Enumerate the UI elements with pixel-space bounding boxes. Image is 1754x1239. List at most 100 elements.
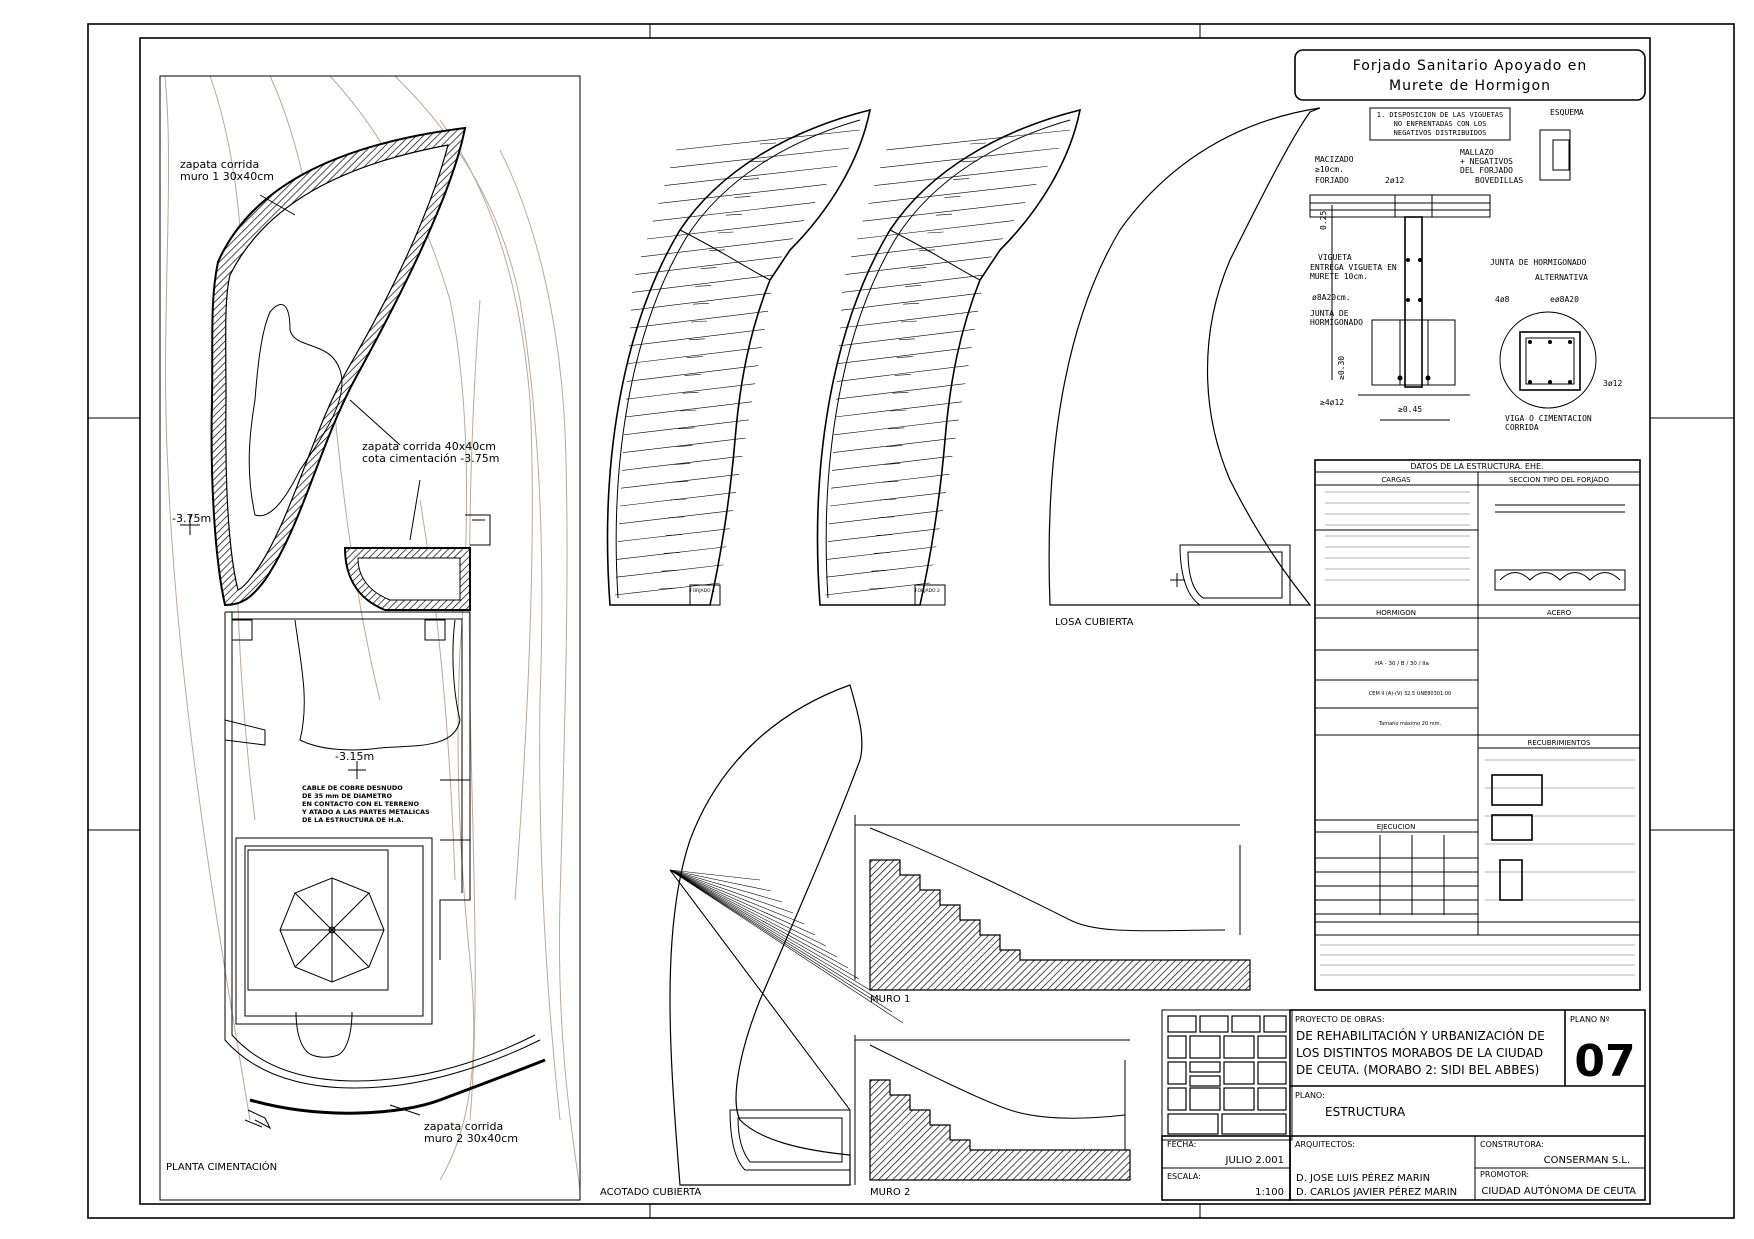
joist-line xyxy=(838,329,975,347)
joist-tick xyxy=(898,338,915,341)
level-a: -3.75m xyxy=(172,512,211,525)
lbl-mallazo-2: + NEGATIVOS xyxy=(1460,157,1513,166)
muro2-caption: MURO 2 xyxy=(870,1187,910,1198)
label-zapata1-a: zapata corrida xyxy=(180,158,259,171)
joist-tick xyxy=(869,587,886,590)
joist-line xyxy=(833,419,959,436)
joist-line xyxy=(622,437,746,453)
joist-tick xyxy=(725,213,743,216)
joist-line xyxy=(626,365,759,382)
table-hormigon: HORMIGON xyxy=(1376,609,1416,617)
dimension-ray xyxy=(669,869,849,969)
joist-line xyxy=(836,365,969,382)
logo-cell xyxy=(1263,1015,1287,1033)
joist-tick xyxy=(892,391,909,394)
lbl-bars4: ≥4ø12 xyxy=(1320,398,1344,407)
joist-line xyxy=(629,310,769,329)
dimension-ray xyxy=(669,869,904,1024)
logo-cell xyxy=(1189,1061,1221,1073)
dimension-ray xyxy=(669,869,772,892)
arquitecto-1: D. JOSE LUIS PÉREZ MARIN xyxy=(1296,1171,1430,1184)
lbl-030: ≥0.30 xyxy=(1337,356,1346,380)
joist-line xyxy=(670,147,849,169)
logo-cell xyxy=(1257,1035,1287,1059)
joist-line xyxy=(874,165,1048,186)
joist-tick xyxy=(884,463,901,465)
esquema-label: ESQUEMA xyxy=(1550,108,1584,117)
lbl-mallazo-3: DEL FORJADO xyxy=(1460,166,1513,175)
joist-line xyxy=(834,401,963,418)
escala-value: 1:100 xyxy=(1255,1187,1284,1198)
cable-note-2: DE 35 mm DE DIAMETRO xyxy=(302,792,393,800)
lbl-macizado: MACIZADO xyxy=(1315,155,1354,164)
logo-cell xyxy=(1167,1113,1219,1135)
joist-tick xyxy=(676,445,693,447)
proyecto-line2: LOS DISTINTOS MORABOS DE LA CIUDAD xyxy=(1296,1046,1543,1060)
joist-tick xyxy=(751,160,768,163)
proyecto-label: PROYECTO DE OBRAS: xyxy=(1295,1015,1385,1024)
cable-note-3: EN CONTACTO CON EL TERRENO xyxy=(302,800,419,808)
joist-line xyxy=(627,347,762,364)
joist-tick xyxy=(667,516,684,519)
logo-cell xyxy=(1167,1061,1187,1085)
joist-line xyxy=(635,256,782,275)
joist-line xyxy=(621,455,743,471)
plano2-label: PLANO: xyxy=(1295,1091,1325,1100)
label-zapata-c-b: cota cimentación -3.75m xyxy=(362,452,499,465)
arquitecto-2: D. CARLOS JAVIER PÉREZ MARIN xyxy=(1296,1185,1457,1198)
foundation-plan: zapata corrida muro 1 30x40cm zapata cor… xyxy=(159,75,581,1201)
joist-tick xyxy=(708,249,726,252)
logo-cell xyxy=(1189,1035,1221,1059)
joist-tick xyxy=(903,302,920,305)
joist-line xyxy=(832,437,956,453)
title-line1: Forjado Sanitario Apoyado en xyxy=(1353,58,1588,74)
logo-cell xyxy=(1257,1061,1287,1085)
joist-tick xyxy=(886,445,903,447)
joist-tick xyxy=(873,552,890,554)
level-b: -3.15m xyxy=(335,750,374,763)
joist-line xyxy=(862,202,1026,222)
joist-line xyxy=(646,220,805,240)
promotor-label: PROMOTOR: xyxy=(1480,1170,1529,1179)
joist-line xyxy=(831,455,953,471)
joist-tick xyxy=(686,356,703,358)
forjado1-tag: FORJADO 1 xyxy=(690,588,715,594)
joist-tick xyxy=(896,356,913,358)
logo-cell xyxy=(1199,1015,1229,1033)
lbl-junta2-1: JUNTA DE xyxy=(1310,309,1349,318)
table-arido: Tamaño máximo 20 mm. xyxy=(1378,720,1442,727)
proyecto-line1: DE REHABILITACIÓN Y URBANIZACIÓN DE xyxy=(1296,1028,1545,1043)
label-zapata1-b: muro 1 30x40cm xyxy=(180,170,274,183)
lbl-025: 0.25 xyxy=(1319,211,1328,230)
joist-tick xyxy=(935,213,953,216)
joist-line xyxy=(625,383,756,400)
joist-tick xyxy=(875,534,892,536)
joist-line xyxy=(845,256,992,275)
joist-tick xyxy=(672,480,689,483)
joist-line xyxy=(840,292,982,311)
joist-tick xyxy=(952,178,970,180)
plano-number: 07 xyxy=(1574,1036,1635,1087)
lbl-alt-bars1: 4ø8 xyxy=(1495,295,1510,304)
joist-tick xyxy=(894,374,911,376)
lbl-stirrup: ø8A20cm. xyxy=(1312,293,1351,302)
cable-note-5: DE LA ESTRUCTURA DE H.A. xyxy=(302,816,404,824)
dimension-ray xyxy=(669,869,794,914)
joist-line xyxy=(841,274,985,293)
sheet-frame xyxy=(87,23,1735,1219)
muro1-drawing: MURO 1 xyxy=(854,815,1251,1005)
dimension-ray xyxy=(669,869,838,958)
joist-line xyxy=(825,564,934,578)
title-line2: Murete de Hormigon xyxy=(1389,78,1551,94)
lbl-alternativa: ALTERNATIVA xyxy=(1535,273,1588,282)
joist-tick xyxy=(700,267,717,269)
joist-tick xyxy=(693,302,710,305)
joist-line xyxy=(885,129,1071,151)
joist-tick xyxy=(877,516,894,519)
table-tipo-hormigon: HA - 30 / B / 30 / IIa xyxy=(1375,661,1429,667)
joist-tick xyxy=(669,498,687,501)
joist-line xyxy=(623,419,749,436)
joist-tick xyxy=(890,409,907,412)
plano2-value: ESTRUCTURA xyxy=(1325,1105,1406,1119)
